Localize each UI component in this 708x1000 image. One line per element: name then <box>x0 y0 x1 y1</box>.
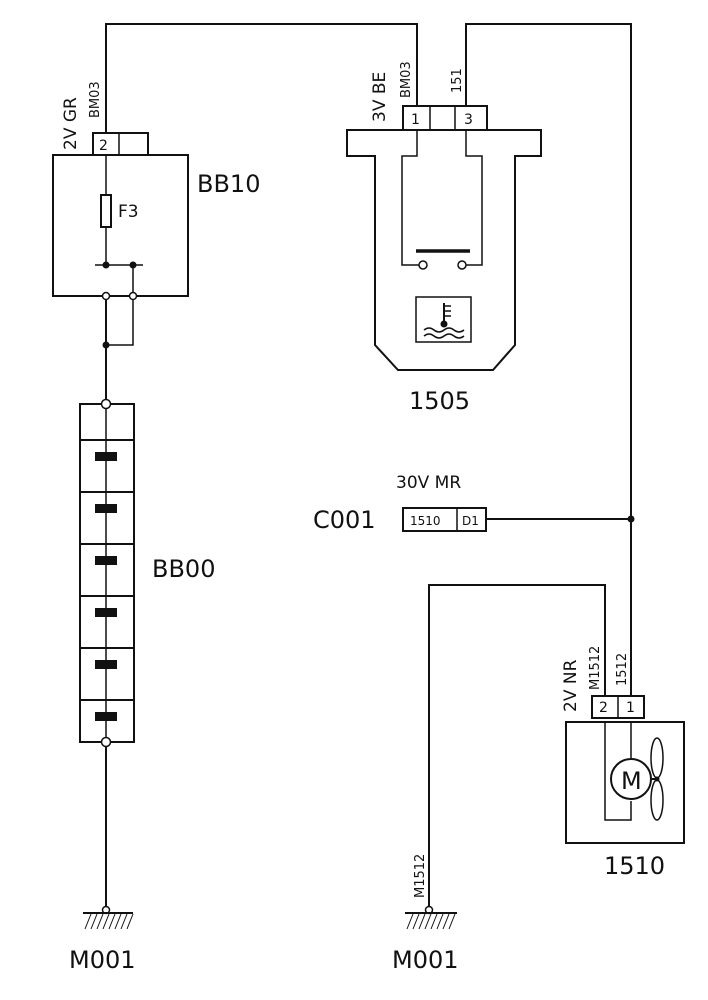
c1505-contact-left <box>418 260 428 270</box>
c001-label: C001 <box>313 506 376 534</box>
battery-terminal-neg <box>100 736 112 748</box>
ground-right-wire: M1512 <box>413 854 428 898</box>
c1505-pin-3: 3 <box>464 112 473 128</box>
c1510-component: 2V NR M1512 1512 2 1 M 1510 <box>561 646 685 880</box>
c001-cell-right: D1 <box>462 514 479 528</box>
bb10-pin-2: 2 <box>99 138 108 154</box>
c1505-internal-left <box>401 130 419 266</box>
c1510-pin-2: 2 <box>599 700 608 716</box>
bb10-fuse-label: F3 <box>118 202 139 222</box>
bb10-connector-wire: BM03 <box>88 81 103 118</box>
c001-component: 30V MR C001 1510 D1 <box>313 473 635 534</box>
ground-icon <box>405 912 457 930</box>
battery-cells <box>80 439 134 721</box>
c1510-wire-left: M1512 <box>588 646 603 690</box>
bb10-bridge-junction <box>102 341 110 349</box>
c1510-connector-spec: 2V NR <box>561 659 581 712</box>
c1510-label: 1510 <box>604 852 665 880</box>
wires <box>105 23 632 910</box>
c1505-label: 1505 <box>409 387 470 415</box>
ground-icon <box>83 912 134 930</box>
ground-right-label: M001 <box>392 946 459 974</box>
bb10-terminal-2 <box>128 291 138 301</box>
c1505-wire-right: 151 <box>450 68 465 93</box>
bb10-terminal-1 <box>101 291 111 301</box>
c1505-wire-left: BM03 <box>399 61 414 98</box>
wire-bm03 <box>105 23 418 133</box>
bb10-connector-spec: 2V GR <box>61 97 81 150</box>
motor-symbol: M <box>621 767 642 795</box>
c1505-contact-right <box>457 260 467 270</box>
bb10-component: 2V GR BM03 2 F3 BB10 <box>52 81 260 349</box>
fan-icon <box>650 737 664 821</box>
c1510-pin-1: 1 <box>626 700 635 716</box>
c001-spec: 30V MR <box>396 473 461 493</box>
motor-icon: M <box>610 758 652 800</box>
c1510-wire-right: 1512 <box>615 653 630 686</box>
c1505-connector-spec: 3V BE <box>370 72 390 122</box>
c1505-internal-right <box>465 130 483 266</box>
coolant-temperature-icon <box>415 296 472 343</box>
c1505-connector <box>402 105 488 131</box>
battery-terminal-pos <box>100 398 112 410</box>
ground-left-label: M001 <box>69 946 136 974</box>
wire-151 <box>465 23 632 519</box>
c1505-component: 3V BE BM03 151 1 3 1505 <box>346 61 542 415</box>
ground-right: M1512 M001 <box>392 854 459 974</box>
c001-junction <box>627 515 635 523</box>
c001-cell-left: 1510 <box>410 514 441 528</box>
bb00-label: BB00 <box>152 555 215 583</box>
wire-m1512 <box>428 584 606 910</box>
wire-bb10-bridge <box>106 296 134 346</box>
bb00-component: BB00 <box>79 398 215 748</box>
c1510-internal-left <box>604 722 632 821</box>
bb10-label: BB10 <box>197 170 260 198</box>
c001-connector <box>402 507 487 532</box>
bb10-junction <box>102 261 110 269</box>
c1505-pin-1: 1 <box>411 112 420 128</box>
ground-left: M001 <box>69 905 136 974</box>
bb10-box <box>52 154 189 297</box>
fuse-icon <box>100 194 112 228</box>
